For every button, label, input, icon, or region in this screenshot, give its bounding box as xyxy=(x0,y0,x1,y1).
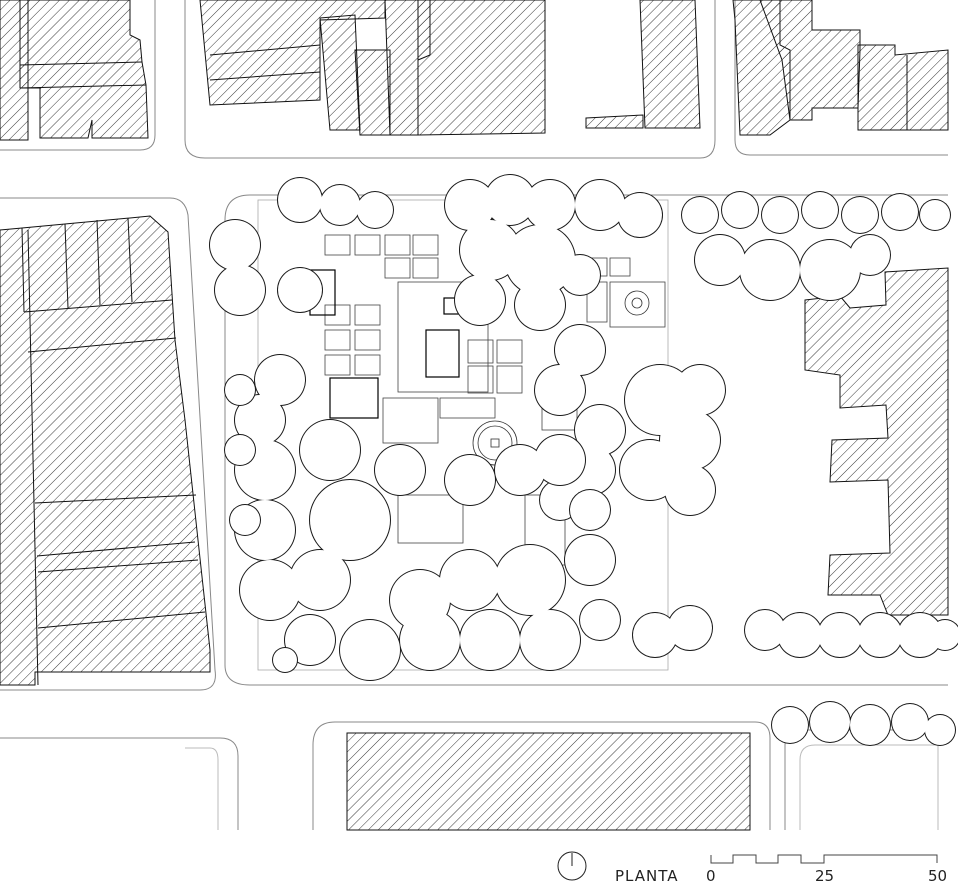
tree-cluster xyxy=(681,191,951,301)
tree-canopy xyxy=(842,197,878,233)
tree-cluster xyxy=(277,177,394,229)
tree-canopy xyxy=(810,702,850,742)
tree-canopy xyxy=(225,375,255,405)
tree-canopy xyxy=(535,435,585,485)
tree-canopy xyxy=(445,180,495,230)
tree-canopy xyxy=(485,175,535,225)
tree-canopy xyxy=(882,194,918,230)
tree-canopy xyxy=(620,440,680,500)
tree-canopy xyxy=(802,192,838,228)
scale-label-50: 50 xyxy=(928,867,947,885)
tree-canopy xyxy=(920,200,950,230)
tree-cluster xyxy=(224,374,261,536)
plan-title: PLANTA xyxy=(615,867,679,885)
tree-canopy xyxy=(525,180,575,230)
tree-canopy xyxy=(778,613,822,657)
tree-canopy xyxy=(390,570,450,630)
tree-canopy xyxy=(930,620,958,650)
tree-canopy xyxy=(858,613,902,657)
tree-canopy xyxy=(230,505,260,535)
tree-canopy xyxy=(762,197,798,233)
tree-cluster xyxy=(619,364,726,516)
tree-canopy xyxy=(460,610,520,670)
tree-canopy xyxy=(618,193,662,237)
tree-canopies xyxy=(209,174,958,746)
tree-canopy xyxy=(290,550,350,610)
tree-canopy xyxy=(772,707,808,743)
tree-canopy xyxy=(800,240,860,300)
buildings xyxy=(0,0,949,831)
tree-canopy xyxy=(445,455,495,505)
tree-canopy xyxy=(575,405,625,455)
tree-cluster xyxy=(744,609,958,658)
tree-canopy xyxy=(300,420,360,480)
tree-canopy xyxy=(675,365,725,415)
tree-canopy xyxy=(235,395,285,445)
garden-pavilions xyxy=(309,269,478,419)
tree-canopy xyxy=(633,613,677,657)
tree-canopy xyxy=(455,275,505,325)
tree-canopy xyxy=(925,715,955,745)
tree-canopy xyxy=(818,613,862,657)
tree-canopy xyxy=(575,180,625,230)
scale-label-0: 0 xyxy=(706,867,716,885)
tree-cluster xyxy=(234,354,621,681)
tree-canopy xyxy=(565,535,615,585)
tree-canopy xyxy=(285,615,335,665)
tree-canopy xyxy=(850,705,890,745)
tree-canopy xyxy=(225,435,255,465)
tree-canopy xyxy=(240,560,300,620)
tree-cluster xyxy=(444,174,663,331)
tree-canopy xyxy=(278,268,322,312)
street-curbs xyxy=(0,0,948,830)
tree-canopy xyxy=(460,220,520,280)
tree-canopy xyxy=(892,704,928,740)
tree-cluster xyxy=(771,701,956,746)
tree-canopy xyxy=(273,648,297,672)
tree-canopy xyxy=(520,610,580,670)
building-divisions xyxy=(19,44,908,686)
tree-canopy xyxy=(440,550,500,610)
tree-cluster xyxy=(534,324,626,521)
scale-bar xyxy=(710,854,938,864)
tree-canopy xyxy=(580,600,620,640)
tree-canopy xyxy=(210,220,260,270)
tree-canopy xyxy=(745,610,785,650)
tree-canopy xyxy=(722,192,758,228)
tree-canopy xyxy=(555,325,605,375)
tree-canopy xyxy=(495,445,545,495)
tree-canopy xyxy=(682,197,718,233)
tree-canopy xyxy=(665,465,715,515)
tree-canopy xyxy=(740,240,800,300)
tree-cluster xyxy=(632,605,713,658)
tree-canopy xyxy=(495,545,565,615)
tree-canopy xyxy=(340,620,400,680)
tree-canopy xyxy=(695,235,745,285)
tree-cluster xyxy=(272,647,298,673)
tree-canopy xyxy=(898,613,942,657)
tree-canopy xyxy=(278,178,322,222)
tree-canopy xyxy=(570,490,610,530)
tree-canopy xyxy=(515,280,565,330)
legend: PLANTA 0 25 50 xyxy=(557,851,947,885)
north-arrow-icon xyxy=(557,851,587,881)
tree-canopy xyxy=(375,445,425,495)
tree-canopy xyxy=(850,235,890,275)
tree-canopy xyxy=(668,606,712,650)
tree-canopy xyxy=(505,225,575,295)
tree-canopy xyxy=(357,192,393,228)
tree-canopy xyxy=(535,365,585,415)
tree-canopy xyxy=(320,185,360,225)
scale-label-25: 25 xyxy=(815,867,834,885)
tree-canopy xyxy=(255,355,305,405)
tree-canopy xyxy=(215,265,265,315)
tree-canopy xyxy=(560,255,600,295)
tree-canopy xyxy=(310,480,390,560)
tree-cluster xyxy=(209,219,323,316)
